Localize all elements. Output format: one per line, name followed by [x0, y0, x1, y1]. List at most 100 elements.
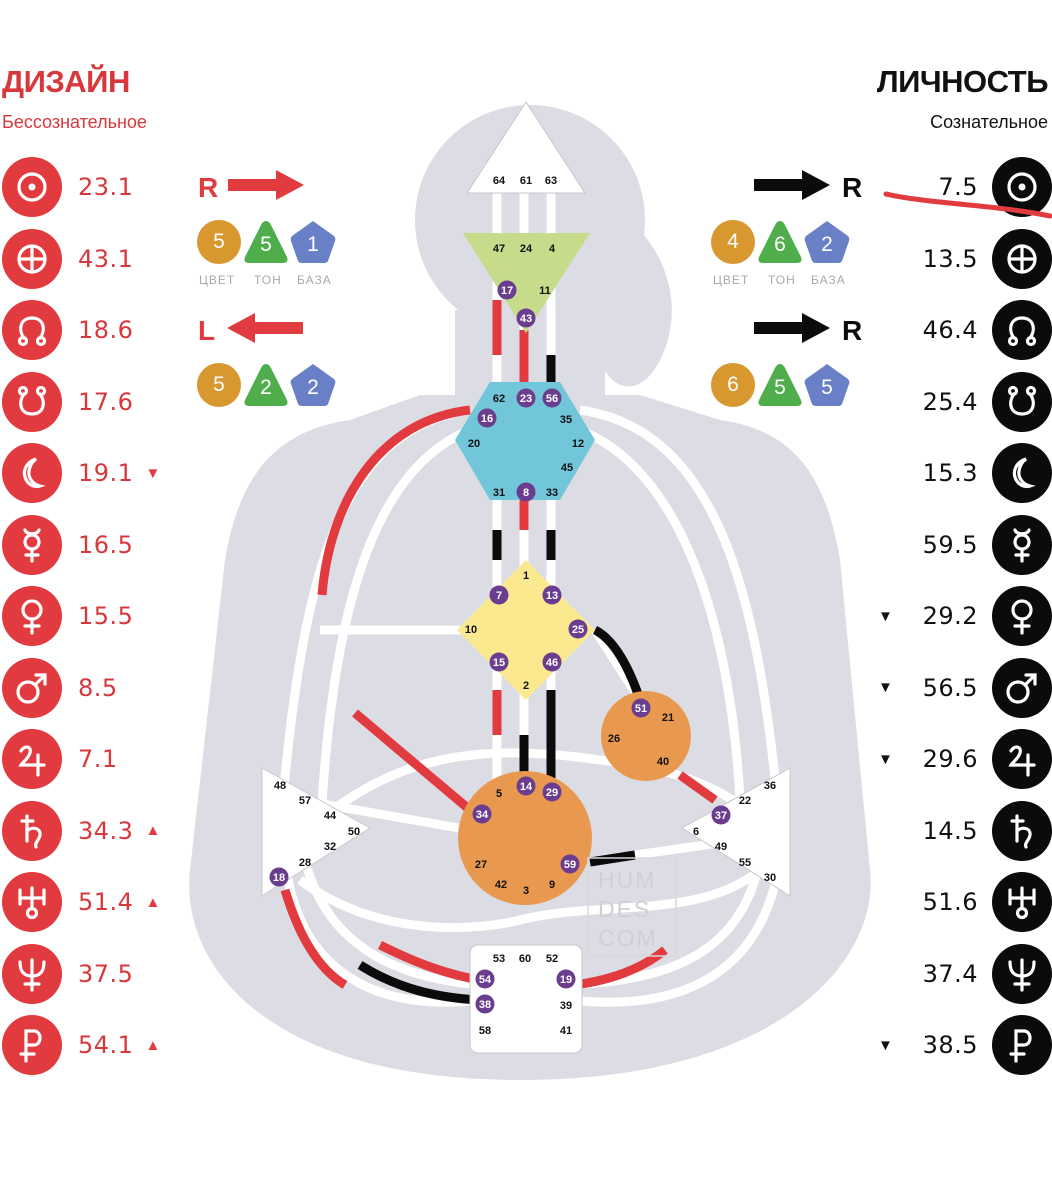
ajna-center [463, 233, 590, 333]
root-center [469, 944, 583, 1054]
south-node-icon [992, 371, 1052, 432]
gate-47: 47 [493, 243, 505, 255]
tone-badge: 5 [243, 219, 289, 265]
detriment-icon: ▼ [878, 750, 893, 768]
gate-8: 8 [523, 487, 529, 499]
moon-icon [2, 443, 62, 503]
gate-58: 58 [479, 1025, 491, 1037]
gate-55: 55 [739, 857, 751, 869]
design-subtitle: Бессознательное [2, 112, 147, 132]
gate-line-value: 19.1 [78, 459, 134, 487]
gate-20: 20 [468, 438, 480, 450]
north-node-icon [992, 300, 1052, 360]
variable-letter: R [842, 171, 863, 203]
gate-line-value: 59.5 [922, 530, 978, 559]
design-planet-row: 17.6 [2, 370, 145, 434]
tone-label: ТОН [254, 273, 282, 287]
personality-planet-row: ▼38.5 [878, 1013, 1052, 1077]
base-badge: 1 [290, 219, 336, 265]
personality-planet-row: ▼56.5 [878, 656, 1052, 720]
tone-badge: 5 [757, 362, 803, 408]
gate-line-value: 15.3 [922, 459, 978, 487]
gate-7: 7 [496, 590, 502, 602]
exalted-icon: ▲ [145, 822, 161, 839]
gate-32: 32 [324, 841, 336, 853]
active-gate-marker [497, 280, 517, 300]
gate-61: 61 [520, 175, 532, 187]
arrow-left-icon [225, 311, 304, 350]
jupiter-icon [992, 729, 1052, 789]
gate-1: 1 [523, 570, 529, 582]
active-gate-marker [489, 652, 509, 672]
personality-planet-row: 15.3 [878, 441, 1052, 505]
design-planet-row: 19.1▼ [2, 441, 160, 505]
gate-48: 48 [274, 780, 286, 792]
gate-24: 24 [520, 243, 533, 255]
arrow-right-icon [228, 168, 306, 207]
gate-17: 17 [501, 285, 513, 297]
base-badge: 5 [804, 362, 850, 408]
active-gate-marker [542, 782, 562, 802]
active-gate-marker [516, 308, 536, 328]
color-label: ЦВЕТ [713, 273, 750, 287]
venus-icon [992, 586, 1052, 646]
gate-44: 44 [324, 810, 337, 822]
gate-line-value: 16.5 [78, 530, 134, 559]
active-gate-marker [516, 388, 536, 408]
gate-line-value: 37.4 [922, 959, 978, 988]
uranus-icon [2, 872, 62, 932]
design-planet-row: 43.1 [2, 227, 145, 291]
gate-2: 2 [523, 680, 529, 692]
gate-4: 4 [549, 243, 556, 255]
personality-planet-row: 25.4 [878, 370, 1052, 434]
active-gate-marker [477, 408, 497, 428]
gate-line-value: 37.5 [78, 959, 134, 988]
gate-16: 16 [481, 413, 493, 425]
gate-63: 63 [545, 175, 557, 187]
gate-56: 56 [546, 393, 558, 405]
gate-line-value: 7.5 [938, 173, 978, 201]
gate-43: 43 [520, 313, 532, 325]
gate-45: 45 [561, 462, 573, 474]
gate-line-value: 51.4 [78, 888, 134, 916]
active-gate-marker [568, 619, 588, 639]
design-variable-arrow: R [198, 168, 316, 207]
gate-line-value: 25.4 [922, 387, 978, 416]
base-label: БАЗА [297, 273, 332, 287]
active-gate-marker [560, 854, 580, 874]
pluto-icon [2, 1015, 62, 1075]
gate-26: 26 [608, 733, 620, 745]
active-gate-marker [472, 804, 492, 824]
gate-22: 22 [739, 795, 751, 807]
gate-36: 36 [764, 780, 776, 792]
personality-planet-row: 14.5 [878, 799, 1052, 863]
active-gate-marker [542, 585, 562, 605]
color-badge: 4 [710, 219, 756, 265]
gate-line-value: 13.5 [922, 244, 978, 273]
design-title: ДИЗАЙН [2, 64, 130, 99]
gate-line-value: 46.4 [922, 316, 978, 344]
color-badge: 5 [196, 219, 242, 265]
detriment-icon: ▼ [878, 1036, 893, 1054]
personality-planet-row: 51.6 [878, 870, 1052, 934]
gate-59: 59 [564, 859, 576, 871]
base-label: БАЗА [811, 273, 846, 287]
gate-line-value: 18.6 [78, 316, 134, 344]
gate-38: 38 [479, 999, 491, 1011]
gate-14: 14 [520, 781, 533, 793]
gate-60: 60 [519, 953, 531, 965]
gate-46: 46 [546, 657, 558, 669]
gate-15: 15 [493, 657, 505, 669]
gate-52: 52 [546, 953, 558, 965]
gate-54: 54 [479, 974, 492, 986]
tone-badge: 2 [243, 362, 289, 408]
variable-letter: R [842, 314, 863, 346]
pluto-icon [992, 1015, 1052, 1075]
gate-29: 29 [546, 787, 558, 799]
personality-variable-arrow: R [744, 168, 862, 207]
gate-line-value: 29.2 [922, 602, 978, 630]
design-planet-row: 23.1 [2, 155, 145, 219]
gate-line-value: 7.1 [78, 745, 118, 773]
active-gate-marker [631, 698, 651, 718]
